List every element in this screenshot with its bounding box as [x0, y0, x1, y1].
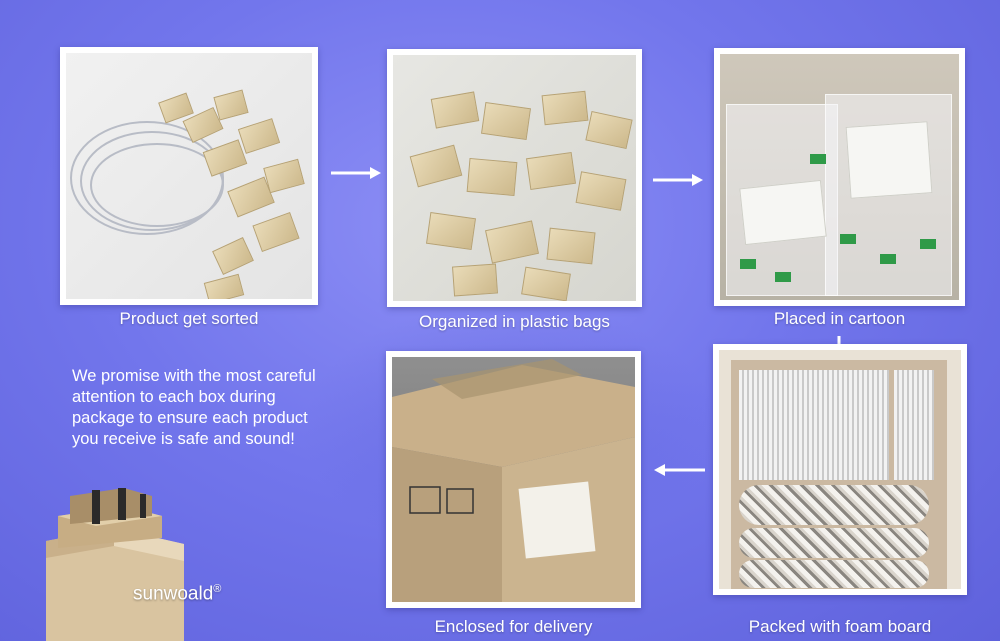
green-tab [880, 254, 896, 264]
brand-name: sunwoald [133, 583, 214, 605]
caption-carton: Placed in cartoon [773, 309, 906, 328]
brand-logo: sunwoald® [133, 583, 221, 605]
product-label [845, 121, 933, 199]
caption-product-sorted: Product get sorted [119, 309, 259, 328]
green-tab [775, 272, 791, 282]
arrow-icon [331, 167, 381, 179]
sensor-block [525, 151, 577, 191]
photo-foam-board [713, 344, 967, 595]
sensor-block [252, 212, 300, 252]
photo-carton-image [720, 54, 959, 300]
photo-delivery-box-image [392, 357, 635, 602]
arrow-icon [654, 464, 705, 476]
photo-plastic-bags [387, 49, 642, 307]
sensor-block [430, 91, 480, 129]
cable-coil [90, 143, 224, 227]
green-tab [840, 234, 856, 244]
caption-plastic-bags: Organized in plastic bags [419, 312, 610, 331]
registered-mark: ® [213, 583, 222, 595]
foam-board-edge [719, 350, 961, 360]
sensor-block [521, 266, 571, 301]
product-label [739, 179, 827, 246]
foam-packed-sensors [739, 560, 929, 588]
photo-carton [714, 48, 965, 306]
caption-delivery: Enclosed for delivery [434, 617, 593, 636]
photo-foam-board-image [719, 350, 961, 589]
photo-plastic-bags-image [393, 55, 636, 301]
foam-board-edge [947, 350, 961, 589]
sensor-block [546, 227, 596, 265]
sensor-block [212, 237, 254, 275]
promise-text: We promise with the most careful attenti… [72, 367, 316, 448]
sensor-block [484, 220, 540, 264]
sensor-block [466, 157, 518, 197]
sensor-block [203, 273, 245, 299]
green-tab [810, 154, 826, 164]
sensor-block [541, 90, 589, 126]
sensor-block [480, 101, 532, 141]
cardboard-box [392, 359, 635, 602]
green-tab [920, 239, 936, 249]
foam-packed-sensors [739, 485, 929, 525]
stacked-boxes-illustration [46, 488, 184, 641]
photo-product-sorted-image [66, 53, 312, 299]
sensor-block [409, 144, 463, 188]
sensor-block [452, 263, 498, 297]
cable-bundle [894, 370, 934, 480]
sensor-block [575, 171, 627, 211]
sensor-block [585, 110, 633, 150]
sensor-block [213, 89, 249, 121]
photo-delivery-box [386, 351, 641, 608]
arrow-icon [653, 174, 703, 186]
sensor-block [425, 211, 477, 251]
sensor-block [263, 158, 305, 194]
cable-bundle [739, 370, 889, 480]
foam-packed-sensors [739, 528, 929, 558]
photo-product-sorted [60, 47, 318, 305]
foam-board-edge [719, 350, 731, 589]
green-tab [740, 259, 756, 269]
sensor-block [237, 118, 281, 154]
caption-foam-board: Packed with foam board [748, 617, 932, 636]
